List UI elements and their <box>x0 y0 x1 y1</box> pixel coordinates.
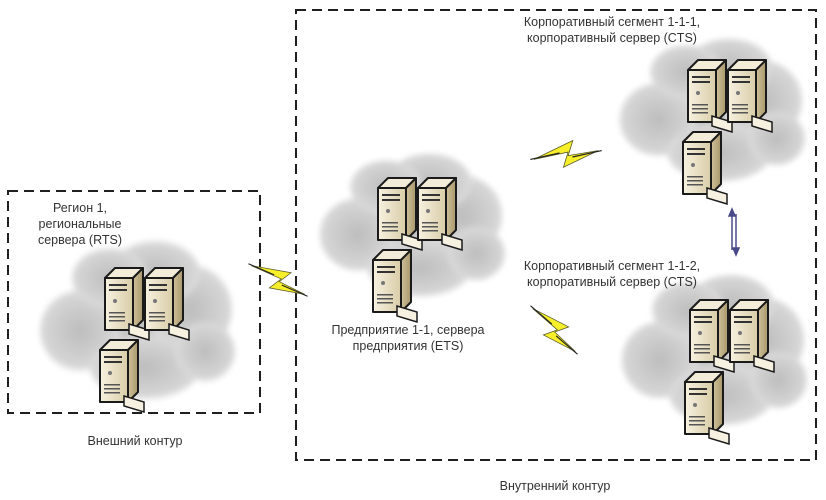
enterprise-label-line: предприятия (ETS) <box>352 339 464 353</box>
internal-contour-label: Внутренний контур <box>499 479 611 493</box>
region-label-line: сервера (RTS) <box>37 233 123 247</box>
corp2-label-line: корпоративный сервер (CTS) <box>527 275 697 289</box>
enterprise-label: Предприятие 1-1, сервера предприятия (ET… <box>318 322 498 354</box>
region-label-line: Регион 1, <box>52 201 108 215</box>
lightning-icon <box>529 127 603 183</box>
external-contour-label: Внешний контур <box>87 434 183 448</box>
corp2-label-line: Корпоративный сегмент 1-1-2, <box>523 259 701 273</box>
corp1-label-line: Корпоративный сегмент 1-1-1, <box>523 15 701 29</box>
internal-contour-border <box>295 9 817 461</box>
corp1-label: Корпоративный сегмент 1-1-1, корпоративн… <box>512 14 712 46</box>
lightning-icon <box>244 263 312 297</box>
lightning-icon <box>519 305 589 355</box>
enterprise-label-line: Предприятие 1-1, сервера <box>331 323 485 337</box>
double-arrow-icon <box>727 207 741 257</box>
region-label: Регион 1, региональные сервера (RTS) <box>30 200 130 248</box>
corp1-label-line: корпоративный сервер (CTS) <box>527 31 697 45</box>
external-contour-border <box>7 190 261 414</box>
corp2-label: Корпоративный сегмент 1-1-2, корпоративн… <box>512 258 712 290</box>
region-label-line: региональные <box>38 217 122 231</box>
